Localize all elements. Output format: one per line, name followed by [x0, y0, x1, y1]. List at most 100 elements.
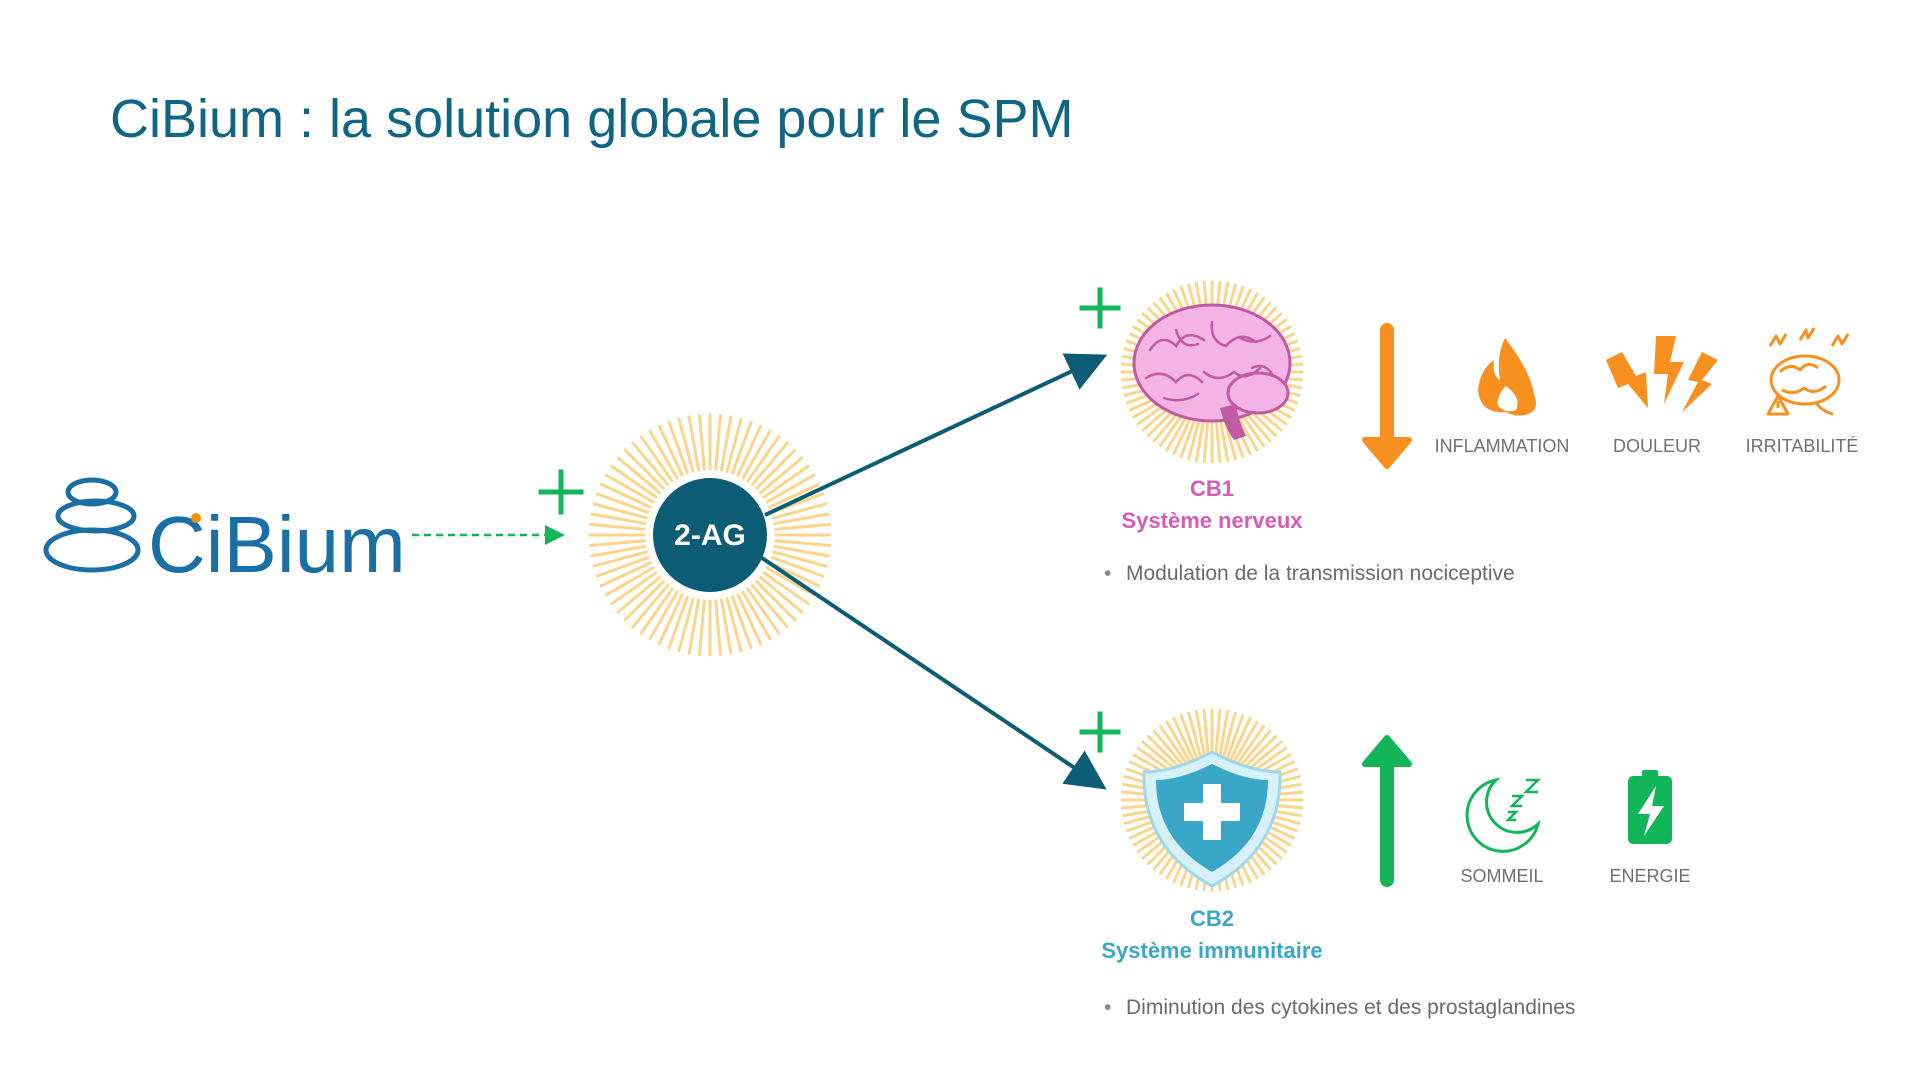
sunburst-ray [631, 441, 670, 486]
shield-cross-icon [1142, 750, 1282, 888]
sunburst-ray [774, 539, 832, 547]
sunburst-ray [667, 595, 689, 650]
increase-arrow-icon [1362, 735, 1412, 887]
bullet-cb1-effect: Modulation de la transmission nociceptiv… [1104, 562, 1515, 586]
effect-label-inflammation: INFLAMMATION [1434, 436, 1570, 456]
sunburst-ray [590, 512, 647, 526]
receptor-system-cb2: Système immunitaire [1101, 938, 1323, 963]
molecule-2ag: 2-AG [653, 478, 767, 592]
sunburst-ray [1187, 711, 1204, 765]
sunburst-ray [667, 420, 689, 475]
sunburst-ray [750, 584, 789, 629]
sunburst-ray [762, 571, 810, 606]
sunburst-ray [746, 587, 781, 635]
sunburst-ray [731, 595, 753, 650]
sunburst-ray [610, 464, 658, 499]
sunburst-ray [1229, 720, 1259, 769]
sunburst-ray [1217, 709, 1230, 765]
sunburst-ray [1232, 724, 1266, 771]
sunburst-ray [770, 556, 825, 578]
sunburst-ray [768, 482, 821, 509]
sunburst-ray [755, 580, 797, 622]
sunburst-ray [610, 571, 658, 606]
stacked-stones-logo-icon [43, 477, 141, 573]
sunburst-ray [741, 590, 772, 641]
sunburst-rays [588, 413, 832, 657]
sunburst-ray [759, 575, 804, 614]
sunburst-ray [773, 544, 830, 558]
sunburst-ray [648, 590, 679, 641]
sunburst-ray [604, 473, 655, 504]
sunburst-ray [746, 435, 781, 483]
sunburst-ray [772, 550, 828, 568]
sunburst-ray [677, 417, 695, 473]
sunburst-ray [639, 587, 674, 635]
plus-icon [538, 469, 584, 515]
sunburst-ray [687, 415, 701, 472]
sunburst-ray [1223, 713, 1245, 766]
sunburst-ray [759, 456, 804, 495]
sunburst-ray [762, 464, 810, 499]
sunburst-ray [698, 413, 706, 471]
brain-icon [1132, 303, 1292, 440]
sunburst-ray [1165, 720, 1195, 769]
sunburst-ray [719, 598, 733, 655]
sunburst-ray [595, 492, 650, 514]
sunburst-ray [595, 556, 650, 578]
sunburst-ray [1179, 713, 1201, 766]
sunburst-ray [677, 597, 695, 653]
sunburst-ray [590, 544, 647, 558]
sunburst-ray [736, 593, 763, 646]
sunburst-ray [1172, 716, 1198, 768]
sunburst-ray [755, 448, 797, 490]
moon-sleep-icon [1465, 777, 1542, 853]
connector-arrow-cb2 [760, 556, 1107, 790]
sunburst-ray [623, 448, 665, 490]
molecule-label: 2-AG [674, 519, 746, 552]
sunburst-ray [639, 435, 674, 483]
sunburst-ray [765, 473, 816, 504]
sunburst-ray [623, 580, 665, 622]
sunburst-ray [687, 598, 701, 655]
sunburst-ray [1194, 709, 1207, 765]
sunburst-ray [631, 584, 670, 629]
sunburst-ray [772, 502, 828, 520]
sunburst-ray [741, 429, 772, 480]
sunburst-ray [588, 539, 646, 547]
sunburst-ray [773, 512, 830, 526]
sunburst-ray [1158, 724, 1192, 771]
sunburst-ray [736, 424, 763, 477]
sunburst-ray [1220, 711, 1237, 765]
sunburst-ray [719, 415, 733, 472]
sunburst-ray [599, 482, 652, 509]
sunburst-ray [657, 593, 684, 646]
sunburst-ray [1226, 716, 1252, 768]
sunburst-ray [657, 424, 684, 477]
sunburst-ray [616, 575, 661, 614]
sunburst-ray [648, 429, 679, 480]
receptor-name-cb2: CB2 [1189, 906, 1234, 931]
sunburst-ray [616, 456, 661, 495]
sunburst-ray [765, 566, 816, 597]
effect-label-energie: ENERGIE [1609, 866, 1691, 886]
decrease-arrow-icon [1362, 323, 1412, 469]
cibium-logo: CiBium [43, 477, 406, 589]
effect-label-douleur: DOULEUR [1612, 436, 1701, 456]
connector-arrow-cb1 [764, 353, 1108, 517]
bullet-cb2-effect: Diminution des cytokines et des prostagl… [1104, 996, 1575, 1020]
plus-icon [1079, 711, 1121, 753]
sunburst-ray [725, 597, 743, 653]
receptor-system-cb1: Système nerveux [1121, 508, 1303, 533]
sunburst-ray [774, 523, 832, 531]
flame-icon [1478, 338, 1536, 416]
effect-label-sommeil: SOMMEIL [1460, 866, 1544, 886]
sunburst-ray [592, 550, 648, 568]
sunburst-ray [731, 420, 753, 475]
sunburst-ray [592, 502, 648, 520]
sunburst-ray [604, 566, 655, 597]
sunburst-ray [714, 413, 722, 471]
sunburst-ray [750, 441, 789, 486]
lightning-pain-icon [1606, 336, 1718, 412]
logo-accent-dot [191, 513, 201, 523]
